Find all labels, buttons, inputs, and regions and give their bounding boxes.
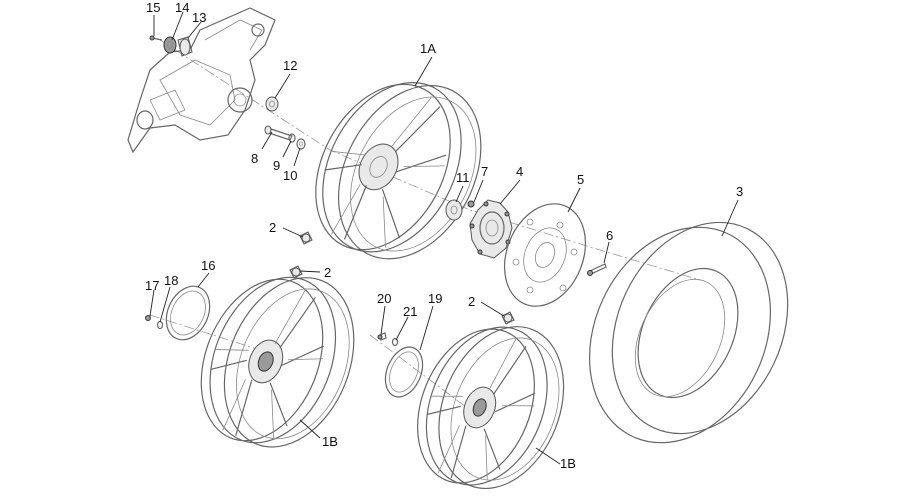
part-3-tyre: [588, 221, 789, 444]
callout-2-right: 2: [468, 294, 475, 309]
part-5-brake-disc: [503, 203, 587, 307]
part-18-washer: [156, 320, 164, 330]
callout-14: 14: [175, 0, 189, 15]
part-2-valve-left: [289, 265, 303, 279]
part-1B-rear-rim-left: [200, 276, 355, 448]
part-12-spacer: [265, 96, 279, 112]
callout-9: 9: [273, 158, 280, 173]
callout-12: 12: [283, 58, 297, 73]
callout-3: 3: [736, 184, 743, 199]
part-2-valve-top: [299, 231, 313, 245]
callout-1A: 1A: [420, 41, 436, 56]
callout-labels: 15 14 13 12 1A 8 9 10 11 7 4 5 3 6 2 2 2…: [145, 0, 743, 471]
callout-16: 16: [201, 258, 215, 273]
callout-17: 17: [145, 278, 159, 293]
part-21-washer: [391, 337, 399, 347]
part-20-screw: [377, 332, 387, 341]
callout-6: 6: [606, 228, 613, 243]
callout-18: 18: [164, 273, 178, 288]
assembly-axis-lines: [149, 39, 701, 411]
callout-1B-left: 1B: [322, 434, 338, 449]
part-6-bolt: [587, 263, 607, 276]
part-10-washer: [296, 138, 306, 150]
part-7-screw: [467, 200, 475, 208]
callout-7: 7: [481, 164, 488, 179]
callout-20: 20: [377, 291, 391, 306]
part-19-tone-ring: [384, 346, 424, 398]
callout-8: 8: [251, 151, 258, 166]
callout-2-left: 2: [324, 265, 331, 280]
callout-15: 15: [146, 0, 160, 15]
callout-1B-right: 1B: [560, 456, 576, 471]
part-8-bolt: [264, 125, 293, 141]
part-9-washer: [288, 133, 296, 143]
part-13-bushing: [177, 36, 193, 57]
part-14-nut: [163, 36, 177, 54]
part-1B-rear-rim-right: [417, 326, 565, 490]
part-16-tone-ring: [165, 285, 211, 341]
callout-2-top: 2: [269, 220, 276, 235]
part-2-valve-right: [501, 311, 515, 325]
part-1A-front-rim: [315, 81, 482, 260]
callout-21: 21: [403, 304, 417, 319]
swing-arm-bracket: [127, 7, 276, 154]
part-17-screw: [145, 315, 151, 321]
callout-19: 19: [428, 291, 442, 306]
part-4-hub-flange: [469, 199, 513, 259]
callout-10: 10: [283, 168, 297, 183]
part-15-pin: [149, 35, 163, 41]
callout-5: 5: [577, 172, 584, 187]
leader-lines: [149, 11, 739, 465]
callout-13: 13: [192, 10, 206, 25]
part-11-bushing: [445, 199, 463, 221]
callout-4: 4: [516, 164, 523, 179]
callout-11: 11: [456, 170, 470, 185]
